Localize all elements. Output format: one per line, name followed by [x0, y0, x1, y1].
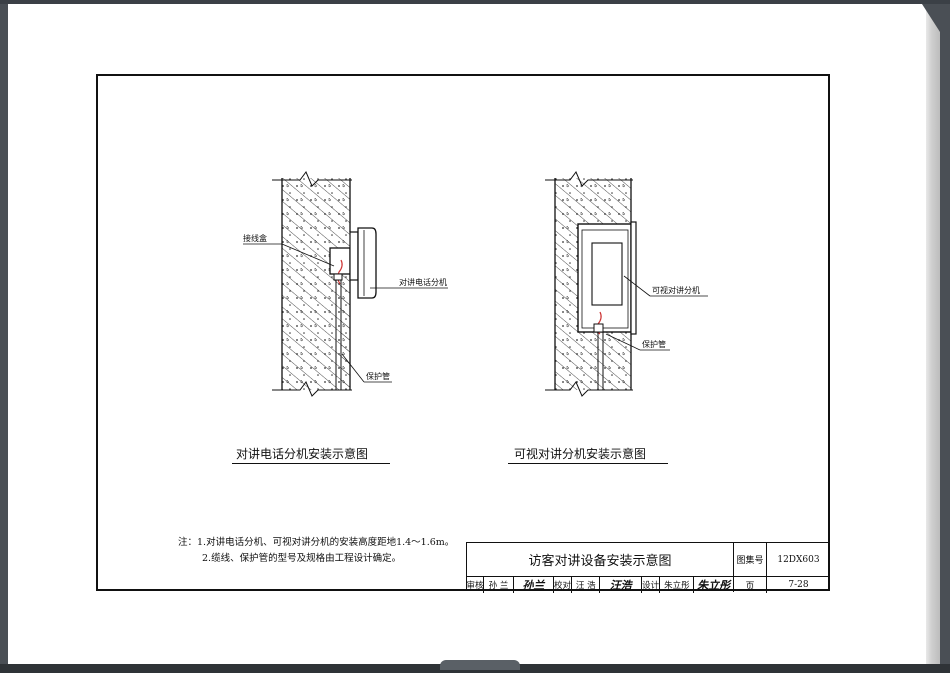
label-video-intercom-unit: 可视对讲分机	[652, 285, 700, 295]
left-wall-section	[272, 171, 352, 397]
drawing-sheet-border	[96, 74, 830, 591]
label-left-conduit: 保护管	[366, 371, 390, 381]
viewer-top-border	[0, 0, 950, 4]
checker-signature: 汪浩	[600, 577, 642, 593]
note-line-2: 2.缆线、保护管的型号及规格由工程设计确定。	[202, 553, 402, 564]
page-scroll-tab[interactable]	[440, 660, 520, 670]
label-right-conduit: 保护管	[642, 339, 666, 349]
drawing-title: 访客对讲设备安装示意图	[528, 554, 672, 569]
right-cable-and-conduit	[593, 311, 604, 390]
checker-name: 汪 浩	[572, 577, 601, 593]
designer-name: 朱立彤	[660, 577, 695, 593]
reviewer-signature: 孙兰	[514, 577, 554, 593]
signature-row: 审核 孙 兰 孙兰 校对 汪 浩 汪浩 设计 朱立彤 朱立彤	[467, 576, 733, 593]
caption-right-underline	[508, 463, 668, 464]
page-corner-fold[interactable]	[922, 4, 940, 32]
title-block: 访客对讲设备安装示意图 审核 孙 兰 孙兰 校对 汪 浩 汪浩 设计 朱立彤 朱…	[466, 542, 830, 593]
label-junction-box: 接线盒	[243, 233, 267, 243]
caption-left-underline	[232, 463, 390, 464]
caption-right-diagram: 可视对讲分机安装示意图	[514, 447, 647, 461]
page-number: 7-28	[767, 576, 830, 593]
page-stack-edge	[926, 4, 940, 664]
left-leader-lines	[243, 243, 448, 383]
design-label: 设计	[642, 577, 661, 593]
designer-signature: 朱立彤	[697, 579, 731, 592]
document-page	[8, 4, 926, 664]
atlas-label: 图集号	[734, 543, 767, 576]
left-intercom-unit	[349, 227, 377, 299]
label-intercom-unit: 对讲电话分机	[399, 277, 447, 287]
right-video-intercom-unit	[577, 221, 637, 335]
check-label: 校对	[554, 577, 573, 593]
note-line-1: 注：1.对讲电话分机、可视对讲分机的安装高度距地1.4～1.6m。	[178, 537, 455, 548]
left-cable-and-conduit	[333, 259, 350, 390]
atlas-number: 12DX603	[777, 554, 820, 565]
right-leader-lines	[605, 275, 708, 351]
review-label: 审核	[467, 577, 484, 593]
notes-block: 注：1.对讲电话分机、可视对讲分机的安装高度距地1.4～1.6m。 2.缆线、保…	[178, 535, 454, 567]
title-block-right: 图集号 12DX603 页 7-28	[733, 543, 830, 593]
caption-left-diagram: 对讲电话分机安装示意图	[236, 447, 369, 461]
page-label: 页	[734, 576, 767, 593]
reviewer-name: 孙 兰	[484, 577, 515, 593]
